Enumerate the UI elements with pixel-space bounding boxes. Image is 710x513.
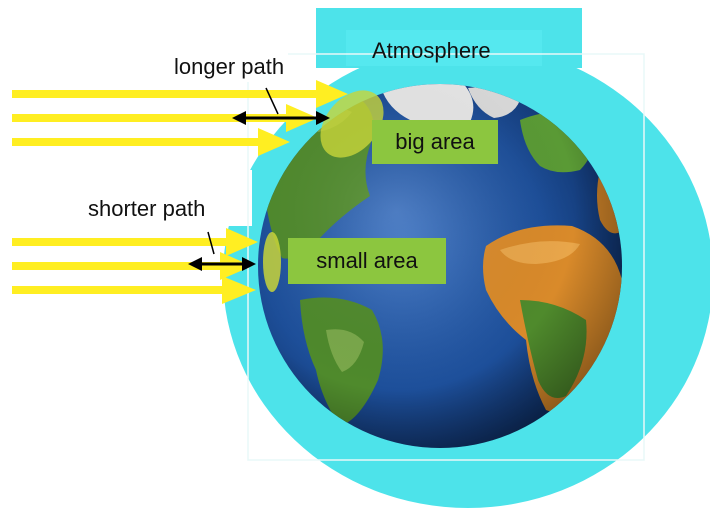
small-area-patch bbox=[263, 232, 281, 292]
lower-sun-rays bbox=[12, 228, 258, 304]
shorter-path-leader-line bbox=[207, 231, 215, 255]
shorter-path-arrow bbox=[188, 231, 256, 271]
big-area-label: big area bbox=[372, 120, 498, 164]
sun-ray-arrow-icon bbox=[12, 80, 348, 108]
atmosphere-label: Atmosphere bbox=[372, 38, 491, 63]
sun-ray-arrow-icon bbox=[12, 128, 290, 156]
longer-path-leader-line bbox=[265, 87, 279, 115]
sun-ray-arrow-icon bbox=[12, 276, 256, 304]
longer-path-arrow bbox=[232, 87, 330, 125]
big-area-patch bbox=[320, 90, 384, 158]
small-area-label: small area bbox=[288, 238, 446, 284]
longer-path-label: longer path bbox=[170, 52, 289, 82]
shorter-path-label: shorter path bbox=[84, 196, 210, 222]
sun-ray-arrow-icon bbox=[12, 252, 252, 280]
sun-ray-arrow-icon bbox=[12, 228, 258, 256]
frame-outline bbox=[247, 53, 645, 461]
